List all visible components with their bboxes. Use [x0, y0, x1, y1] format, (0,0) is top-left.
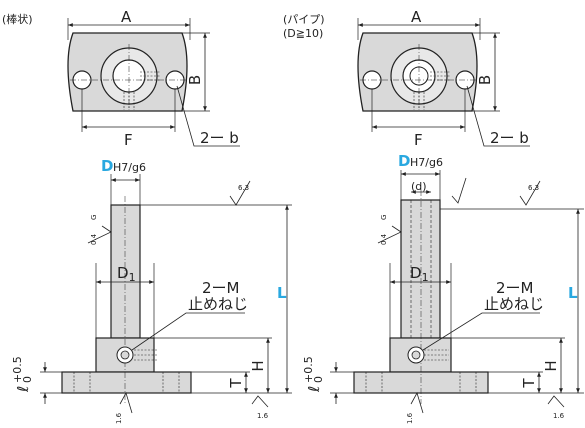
right-dim-T: T — [520, 378, 538, 389]
left-roughness-16a — [119, 391, 133, 414]
right-rough-16b: 1.6 — [553, 412, 565, 420]
left-dim-D-tol: H7/g6 — [113, 161, 146, 174]
right-rough-G: G — [380, 215, 388, 220]
left-screw-leader — [131, 312, 245, 351]
left-rough-63: 6.3 — [238, 184, 249, 192]
left-dim-T: T — [227, 378, 245, 389]
left-dim-D: D — [101, 157, 113, 175]
svg-text:ℓ: ℓ — [305, 386, 323, 393]
left-screw-label: 2ーM — [202, 279, 240, 297]
left-dim-D1: D1 — [117, 264, 136, 284]
left-top-view: (棒状) A B F 2ー b — [2, 8, 240, 149]
left-roughness-63 — [229, 180, 251, 206]
right-rough-04: 0.4 — [380, 233, 388, 245]
right-roughness-d — [451, 177, 467, 204]
right-dim-A: A — [411, 8, 422, 26]
left-dim-l: ℓ +0.5 0 — [11, 356, 34, 393]
left-caption: (棒状) — [2, 12, 33, 26]
right-dim-D-tol: H7/g6 — [410, 156, 443, 169]
right-screw-leader — [422, 312, 540, 351]
left-screw-inner — [120, 350, 130, 360]
right-hole-label: 2ー b — [490, 129, 529, 147]
left-rough-G: G — [90, 215, 98, 220]
left-base-plate — [61, 371, 192, 394]
right-screw-note: 止めねじ — [484, 295, 544, 313]
left-front-view: D H7/g6 D1 2ーM 止めねじ L H T — [11, 157, 292, 424]
right-roughness-16b — [547, 395, 565, 408]
left-roughness-16b — [251, 395, 269, 408]
right-top-view: (パイプ) (D≧10) A B F 2ー b — [283, 8, 530, 149]
right-screw-label: 2ーM — [496, 279, 534, 297]
left-dim-F: F — [124, 131, 133, 149]
right-screw-inner — [411, 350, 421, 360]
right-hole-leader — [466, 85, 530, 147]
right-dim-F: F — [414, 131, 423, 149]
left-hole-label: 2ー b — [200, 129, 239, 147]
left-dim-B: B — [186, 75, 204, 85]
right-rough-16a: 1.6 — [406, 412, 414, 424]
left-rough-16b: 1.6 — [257, 412, 269, 420]
left-rough-04: 0.4 — [90, 233, 98, 245]
right-dim-H: H — [542, 360, 560, 371]
left-dim-A: A — [121, 8, 132, 26]
left-screw-note: 止めねじ — [188, 295, 248, 313]
right-dim-D: D — [398, 152, 410, 170]
svg-text:0: 0 — [312, 376, 325, 383]
right-dim-d: (d) — [411, 180, 427, 193]
right-roughness-16a — [410, 391, 424, 414]
right-front-view: D H7/g6 (d) D1 2ーM 止めねじ L H — [302, 152, 584, 424]
right-caption: (パイプ) — [283, 13, 325, 26]
right-dim-L: L — [568, 284, 578, 302]
right-rough-63: 6.3 — [528, 184, 539, 192]
left-dim-L: L — [277, 284, 287, 302]
right-roughness-04 — [377, 225, 402, 244]
left-hole-leader — [176, 85, 240, 147]
right-dim-l: ℓ +0.5 0 — [302, 356, 325, 393]
left-rough-16a: 1.6 — [115, 412, 123, 424]
right-dim-B: B — [476, 75, 494, 85]
right-roughness-63 — [519, 180, 541, 206]
left-dim-H: H — [249, 360, 267, 371]
svg-text:+0.5: +0.5 — [302, 356, 315, 383]
svg-text:0: 0 — [21, 376, 34, 383]
right-dim-D1: D1 — [410, 264, 429, 284]
right-caption2: (D≧10) — [283, 27, 323, 40]
left-roughness-04 — [87, 225, 112, 244]
svg-text:ℓ: ℓ — [14, 386, 32, 393]
svg-text:+0.5: +0.5 — [11, 356, 24, 383]
